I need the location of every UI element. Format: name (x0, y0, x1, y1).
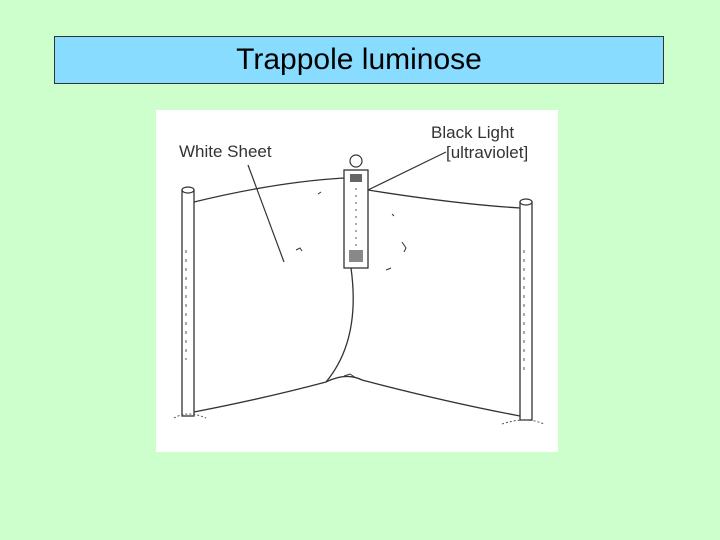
scattered-insects (295, 191, 407, 379)
label-white-sheet: White Sheet (179, 142, 272, 161)
left-pole (173, 186, 207, 419)
label-black-light: Black Light (431, 123, 514, 142)
white-sheet-leader-line (247, 164, 285, 263)
label-ultraviolet: [ultraviolet] (446, 143, 528, 162)
light-trap-illustration: White Sheet Black Light [ultraviolet] (156, 110, 558, 452)
right-pole (501, 198, 545, 425)
white-sheet-outline (193, 177, 521, 417)
slide-title-box: Trappole luminose (54, 36, 664, 84)
black-light-lamp (343, 154, 369, 269)
slide-title: Trappole luminose (236, 43, 482, 76)
light-trap-drawing: White Sheet Black Light [ultraviolet] (173, 123, 545, 425)
black-light-leader-line (367, 151, 447, 191)
